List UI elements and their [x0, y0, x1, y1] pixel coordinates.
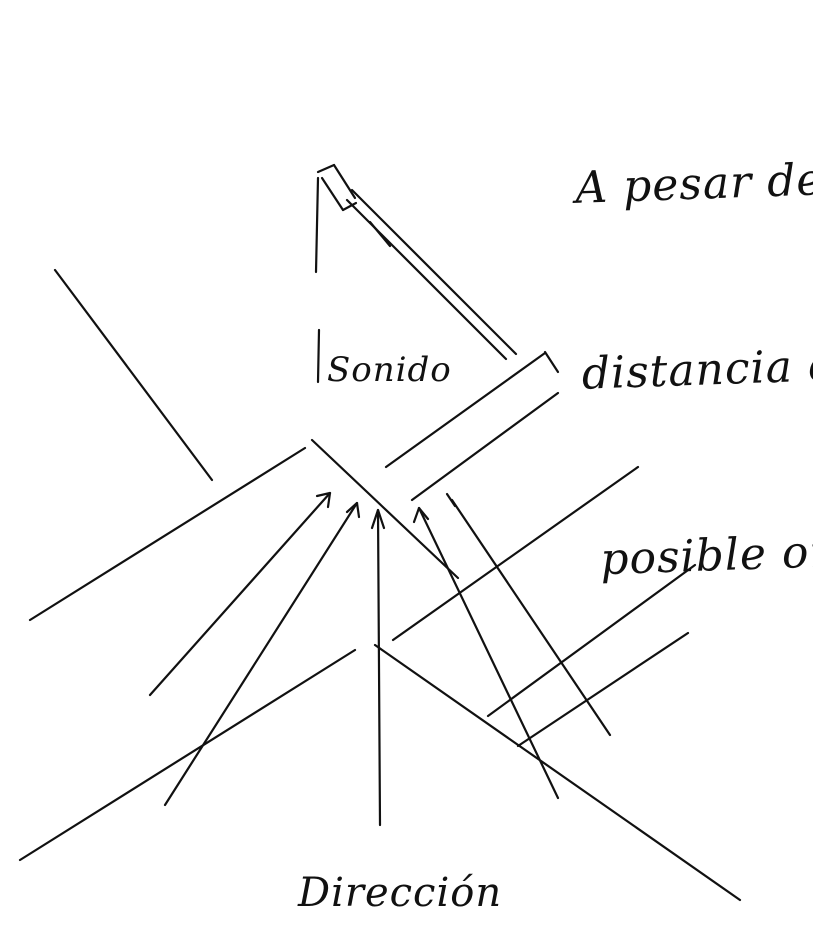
direction-label: Dirección — [298, 870, 502, 916]
source-vertical-line — [316, 178, 318, 272]
note-line-1: A pesar de la — [574, 147, 813, 220]
right-wall-end-tick — [545, 352, 558, 372]
handwritten-note: A pesar de la distancia es posible oír. — [570, 23, 813, 653]
upper-left-stroke — [55, 270, 212, 480]
left-wall-lower — [20, 650, 355, 860]
right-wall-lower — [412, 393, 558, 500]
arrow-5-shaft — [452, 500, 610, 735]
sound-label: Sonido — [327, 350, 452, 390]
v-apex-stroke — [312, 440, 458, 578]
left-wall-upper — [30, 448, 305, 620]
source-cap-right — [334, 165, 355, 198]
note-line-3: posible oír. — [587, 519, 813, 592]
source-cap-top — [318, 165, 334, 172]
ramp-outer-edge — [352, 190, 516, 354]
arrow-5-tick — [447, 494, 455, 506]
arrow-3-shaft — [378, 510, 380, 825]
note-line-2: distancia es — [581, 333, 813, 406]
source-cap-inner — [322, 178, 343, 210]
arrow-2-shaft — [165, 503, 357, 805]
right-diagonal-wall — [375, 645, 740, 900]
arrow-1-shaft — [150, 493, 330, 695]
sound-arrows — [150, 493, 610, 825]
arrow-4-shaft — [419, 508, 558, 798]
source-pole-line — [318, 330, 319, 382]
